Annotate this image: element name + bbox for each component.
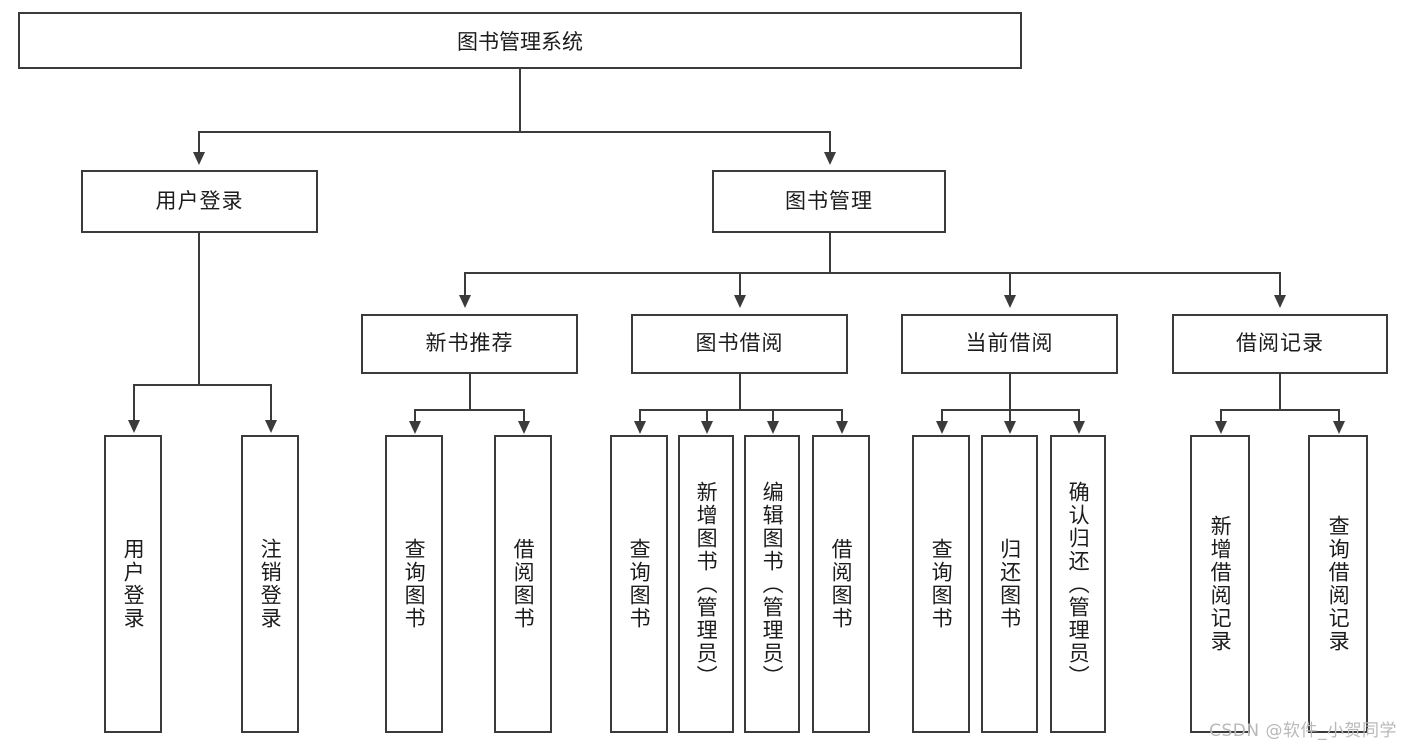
connector-nb-to-leaf-2 <box>523 409 525 424</box>
connector-new-book-stem <box>469 374 471 410</box>
connector-bm-to-current-borrow <box>1009 272 1011 297</box>
node-user-login[interactable]: 用户登录 <box>81 170 318 233</box>
arrow-bm-to-book-borrow <box>734 295 746 308</box>
connector-root-to-book-management <box>829 131 831 155</box>
leaf-node-user-login[interactable]: 用户登录 <box>104 435 162 733</box>
leaf-label: 查询图书 <box>627 538 652 630</box>
connector-bb-to-leaf-4 <box>841 409 843 424</box>
connector-new-book-bus <box>414 409 524 411</box>
leaf-node-confirm-return[interactable]: 确认归还（管理员） <box>1050 435 1106 733</box>
connector-user-login-to-leaf-2 <box>270 384 272 422</box>
leaf-label: 借阅图书 <box>829 538 854 630</box>
leaf-node-query-book-3[interactable]: 查询图书 <box>912 435 970 733</box>
arrow-bm-to-new-book <box>459 295 471 308</box>
leaf-node-borrow-book-1[interactable]: 借阅图书 <box>494 435 552 733</box>
arrow-cb-to-leaf-2 <box>1004 421 1016 434</box>
connector-user-login-to-leaf-1 <box>133 384 135 422</box>
arrow-br-to-leaf-1 <box>1215 421 1227 434</box>
connector-bb-to-leaf-3 <box>772 409 774 424</box>
connector-borrow-record-bus <box>1220 409 1339 411</box>
arrow-nb-to-leaf-1 <box>409 421 421 434</box>
node-label: 图书借阅 <box>695 331 784 356</box>
connector-book-management-bus <box>464 272 1280 274</box>
connector-root-stem <box>519 69 521 132</box>
node-current-borrow[interactable]: 当前借阅 <box>901 314 1118 374</box>
leaf-node-query-book-2[interactable]: 查询图书 <box>610 435 668 733</box>
connector-root-bus <box>198 131 831 133</box>
node-label: 图书管理 <box>785 188 873 213</box>
leaf-label: 确认归还（管理员） <box>1066 480 1091 688</box>
node-new-book-recommend[interactable]: 新书推荐 <box>361 314 578 374</box>
node-book-management-system[interactable]: 图书管理系统 <box>18 12 1022 69</box>
leaf-node-query-book-1[interactable]: 查询图书 <box>385 435 443 733</box>
leaf-label: 用户登录 <box>121 538 146 630</box>
leaf-label: 注销登录 <box>258 538 283 630</box>
connector-br-to-leaf-2 <box>1338 409 1340 424</box>
connector-user-login-stem <box>198 233 200 385</box>
leaf-label: 新增图书（管理员） <box>694 480 719 688</box>
arrow-bm-to-current-borrow <box>1004 295 1016 308</box>
connector-book-management-stem <box>829 233 831 273</box>
connector-bm-to-new-book <box>464 272 466 297</box>
connector-borrow-record-stem <box>1279 374 1281 410</box>
node-book-management[interactable]: 图书管理 <box>712 170 946 233</box>
leaf-node-borrow-book-2[interactable]: 借阅图书 <box>812 435 870 733</box>
arrow-cb-to-leaf-1 <box>936 421 948 434</box>
connector-cb-to-leaf-2 <box>1009 409 1011 424</box>
arrow-root-to-user-login <box>193 152 205 165</box>
connector-bb-to-leaf-2 <box>706 409 708 424</box>
arrow-bm-to-borrow-record <box>1274 295 1286 308</box>
connector-br-to-leaf-1 <box>1220 409 1222 424</box>
connector-user-login-bus <box>133 384 271 386</box>
connector-nb-to-leaf-1 <box>414 409 416 424</box>
arrow-bb-to-leaf-4 <box>836 421 848 434</box>
leaf-label: 查询借阅记录 <box>1326 515 1351 653</box>
leaf-node-logout-login[interactable]: 注销登录 <box>241 435 299 733</box>
node-label: 当前借阅 <box>965 331 1054 356</box>
leaf-node-query-record[interactable]: 查询借阅记录 <box>1308 435 1368 733</box>
connector-cb-to-leaf-3 <box>1078 409 1080 424</box>
arrow-bb-to-leaf-3 <box>767 421 779 434</box>
leaf-node-return-book[interactable]: 归还图书 <box>981 435 1038 733</box>
node-label: 用户登录 <box>155 188 244 213</box>
connector-root-to-user-login <box>198 131 200 155</box>
arrow-br-to-leaf-2 <box>1333 421 1345 434</box>
arrow-user-login-to-leaf-1 <box>128 420 140 433</box>
connector-bm-to-book-borrow <box>739 272 741 297</box>
connector-book-borrow-stem <box>739 374 741 410</box>
leaf-label: 借阅图书 <box>511 538 536 630</box>
leaf-label: 编辑图书（管理员） <box>760 480 785 688</box>
node-borrow-record[interactable]: 借阅记录 <box>1172 314 1388 374</box>
connector-current-borrow-stem <box>1009 374 1011 410</box>
node-book-borrow[interactable]: 图书借阅 <box>631 314 848 374</box>
arrow-cb-to-leaf-3 <box>1073 421 1085 434</box>
arrow-bb-to-leaf-2 <box>701 421 713 434</box>
arrow-nb-to-leaf-2 <box>518 421 530 434</box>
leaf-node-add-book[interactable]: 新增图书（管理员） <box>678 435 734 733</box>
node-label: 新书推荐 <box>425 331 514 356</box>
node-label: 借阅记录 <box>1236 331 1324 356</box>
node-label: 图书管理系统 <box>457 29 583 54</box>
leaf-label: 归还图书 <box>997 538 1022 630</box>
connector-bb-to-leaf-1 <box>639 409 641 424</box>
arrow-user-login-to-leaf-2 <box>265 420 277 433</box>
arrow-root-to-book-management <box>824 152 836 165</box>
connector-cb-to-leaf-1 <box>941 409 943 424</box>
leaf-label: 查询图书 <box>929 538 954 630</box>
connector-book-borrow-bus <box>639 409 842 411</box>
arrow-bb-to-leaf-1 <box>634 421 646 434</box>
leaf-label: 查询图书 <box>402 538 427 630</box>
connector-bm-to-borrow-record <box>1279 272 1281 297</box>
leaf-label: 新增借阅记录 <box>1208 515 1233 653</box>
leaf-node-edit-book[interactable]: 编辑图书（管理员） <box>744 435 800 733</box>
leaf-node-add-record[interactable]: 新增借阅记录 <box>1190 435 1250 733</box>
